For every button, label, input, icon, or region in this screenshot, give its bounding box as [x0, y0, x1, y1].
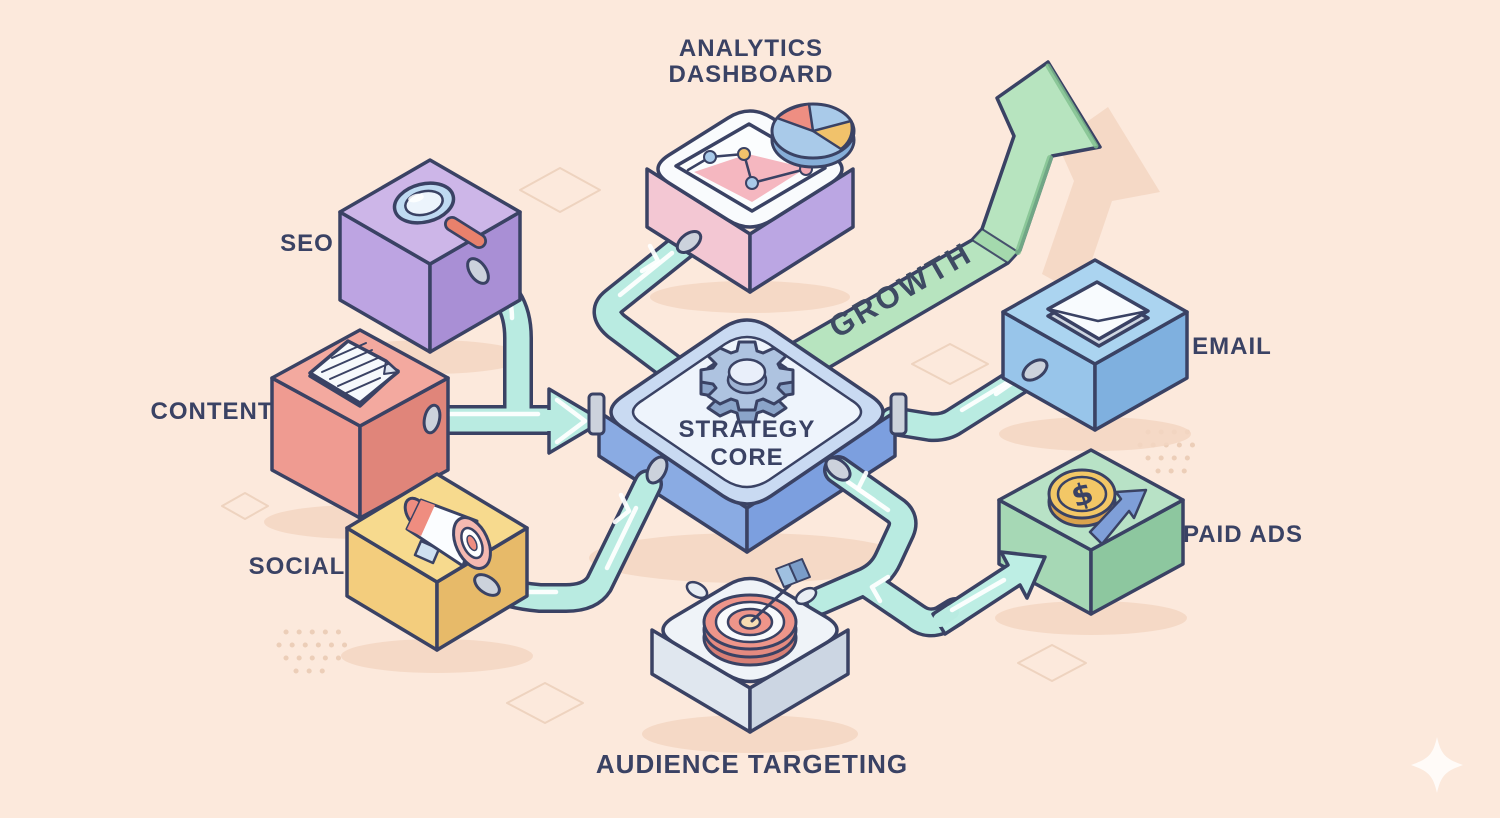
target-dart-icon: [702, 558, 811, 667]
line-chart-icon: [674, 122, 827, 213]
social-port: [473, 573, 501, 597]
decor-diamond-outlines: [221, 167, 1087, 724]
megaphone-icon: [403, 496, 492, 570]
node-seo: [338, 158, 522, 354]
audience-port-left: [685, 580, 709, 600]
core-bottom-left-port: [645, 455, 669, 485]
magnifier-icon: [392, 181, 487, 249]
analytics-port: [675, 230, 703, 254]
gear-icon: [699, 340, 795, 424]
content-port: [422, 403, 442, 435]
social-label: SOCIAL: [249, 553, 346, 580]
coin-arrow-icon: $: [1047, 468, 1148, 546]
email-port: [1021, 358, 1049, 382]
audience-port-right: [794, 586, 818, 606]
sparkle-icon: [1411, 737, 1463, 793]
core-right-socket: [889, 392, 908, 436]
core-left-socket: [587, 392, 606, 436]
core-label-line1: STRATEGY: [679, 416, 816, 443]
node-audience-targeting: [650, 558, 850, 734]
analytics-label-line1: ANALYTICS: [679, 35, 823, 62]
analytics-label-line2: DASHBOARD: [669, 61, 834, 88]
audience-targeting-label: AUDIENCE TARGETING: [596, 749, 908, 779]
node-social: [345, 472, 529, 652]
node-analytics-dashboard: [645, 102, 856, 294]
pie-chart-icon: [770, 102, 856, 169]
content-label: CONTENT: [151, 398, 274, 425]
pipe-core-to-analytics: [592, 226, 704, 383]
labels: ANALYTICS DASHBOARD SEO CONTENT SOCIAL E…: [151, 35, 1303, 779]
envelope-icon: [1046, 280, 1150, 348]
core-label-line2: CORE: [710, 444, 783, 471]
paid-ads-label: PAID ADS: [1183, 521, 1303, 548]
pipe-collars: [422, 230, 1049, 597]
node-email: [1001, 258, 1189, 432]
seo-label: SEO: [280, 230, 334, 257]
core-bottom-right-port: [824, 456, 852, 482]
arrow-to-paid-ads: [931, 550, 1047, 636]
document-icon: [308, 339, 400, 408]
node-strategy-core: STRATEGY CORE: [597, 318, 897, 554]
seo-port: [466, 257, 490, 285]
email-label: EMAIL: [1192, 333, 1272, 360]
